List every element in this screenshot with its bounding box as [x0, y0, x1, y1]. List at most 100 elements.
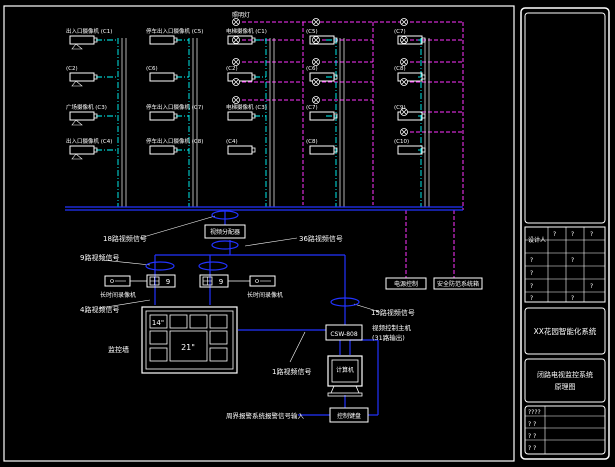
- lamp-icon: [400, 108, 408, 116]
- camera-label: 出入口摄像机 (C1): [66, 27, 112, 35]
- lamp-icon: [232, 18, 240, 26]
- svg-text:?: ?: [530, 295, 533, 302]
- camera-label: 广场摄像机 (C3): [66, 103, 107, 111]
- camera-1-2: (C2): [66, 66, 98, 87]
- computer: 计算机: [327, 355, 363, 397]
- lamp-icon: [400, 128, 408, 136]
- svg-text:?: ?: [530, 257, 533, 264]
- designer-label: 设计人: [528, 236, 546, 244]
- camera-label: (C2): [66, 66, 78, 72]
- camera-5-3: (C9): [394, 105, 426, 121]
- camera-label: (C9): [394, 105, 406, 111]
- camera-label: (C8): [394, 66, 406, 72]
- svg-text:9: 9: [219, 278, 223, 286]
- svg-text:9: 9: [166, 278, 170, 286]
- camera-4-1: (C5): [306, 29, 338, 45]
- power-lines: [121, 38, 430, 207]
- camera-5-1: (C7): [394, 29, 426, 45]
- title-block: 设计人 ? ? ? ? ? ? ? ? ? ? XX花园智能化系统 闭路电视监控…: [520, 7, 610, 460]
- svg-text:长时间录像机: 长时间录像机: [247, 291, 283, 299]
- control-lines: [236, 21, 464, 278]
- power-control-box: 电源控制: [385, 277, 427, 290]
- svg-text:14": 14": [152, 319, 164, 327]
- camera-label: 停车出入口摄像机 (C5): [146, 27, 203, 35]
- camera-2-1: 停车出入口摄像机 (C5): [146, 27, 203, 45]
- drawing-name: 闭路电视监控系统: [537, 370, 593, 379]
- cable-1-label: 1路视频信号: [272, 367, 311, 376]
- lamp-icon: [232, 96, 240, 104]
- camera-label: 停车出入口摄像机 (C8): [146, 137, 203, 145]
- svg-text:?: ?: [553, 231, 556, 238]
- camera-2-2: (C6): [146, 66, 178, 82]
- cable-18-label: 18路视频信号: [103, 234, 147, 243]
- cable-9-label: 9路视频信号: [80, 253, 119, 262]
- svg-text:控制键盘: 控制键盘: [337, 412, 361, 420]
- svg-text:????: ????: [528, 409, 541, 416]
- svg-text:长时间录像机: 长时间录像机: [100, 291, 136, 299]
- bundle-markers: [145, 210, 360, 307]
- camera-5-2: (C8): [394, 66, 426, 82]
- camera-label: 电梯摄像机 (C3): [226, 103, 267, 111]
- camera-4-2: (C6): [306, 66, 338, 82]
- camera-label: (C2): [226, 66, 238, 72]
- camera-label: 电梯摄像机 (C1): [226, 27, 267, 35]
- camera-label: 出入口摄像机 (C4): [66, 137, 112, 145]
- camera-1-4: 出入口摄像机 (C4): [66, 137, 112, 160]
- camera-label: (C10): [394, 139, 409, 145]
- camera-1-3: 广场摄像机 (C3): [66, 103, 107, 126]
- camera-label: (C7): [306, 105, 318, 111]
- lamp-icon: [312, 78, 320, 86]
- svg-text:?: ?: [530, 283, 533, 290]
- cable-15-label: 15路视频信号: [371, 308, 415, 317]
- svg-text:?: ?: [590, 231, 593, 238]
- lamp-icon: [400, 18, 408, 26]
- svg-text:? ?: ? ?: [528, 421, 536, 428]
- leader-lines: [99, 215, 381, 363]
- svg-text:电源控制: 电源控制: [394, 280, 418, 288]
- vcr-right: 长时间录像机: [228, 275, 283, 299]
- svg-text:?: ?: [590, 283, 593, 290]
- lamp-icon: [312, 18, 320, 26]
- lamp-icon: [232, 36, 240, 44]
- security-alarm-box: 安全防范系统箱: [433, 277, 483, 290]
- svg-text:CSW-808: CSW-808: [330, 331, 357, 338]
- camera-array: 出入口摄像机 (C1) (C2) 广场摄像机 (C3) 出入口摄像机 (C4) 停车出入…: [66, 27, 426, 160]
- svg-text:? ?: ? ?: [528, 445, 536, 452]
- camera-3-4: (C4): [226, 139, 256, 155]
- signal-bus: [65, 206, 463, 416]
- video-splitter: 视频分配器: [204, 224, 246, 239]
- camera-5-4: (C10): [394, 139, 426, 155]
- camera-label: (C7): [394, 29, 406, 35]
- video-lines: [96, 38, 422, 207]
- lamp-icon: [400, 36, 408, 44]
- lamp-icon: [400, 58, 408, 66]
- camera-3-1: 电梯摄像机 (C1): [226, 27, 267, 45]
- camera-4-4: (C8): [306, 139, 338, 155]
- lamp-array: [232, 18, 408, 136]
- svg-text:21": 21": [181, 343, 195, 352]
- monitor-wall-label: 监控墙: [108, 345, 129, 354]
- lamp-icon: [232, 78, 240, 86]
- camera-label: (C8): [306, 139, 318, 145]
- camera-2-4: 停车出入口摄像机 (C8): [146, 137, 203, 155]
- svg-text:?: ?: [571, 295, 574, 302]
- camera-label: 停车出入口摄像机 (C7): [146, 103, 203, 111]
- camera-2-3: 停车出入口摄像机 (C7): [146, 103, 203, 121]
- svg-text:视频控制主机: 视频控制主机: [372, 323, 412, 332]
- lamp-icon: [312, 36, 320, 44]
- vcr-left: 长时间录像机: [100, 275, 147, 299]
- lamp-icon: [312, 96, 320, 104]
- lamp-icon: [400, 78, 408, 86]
- project-name: XX花园智能化系统: [534, 326, 597, 336]
- control-keyboard: 控制键盘: [329, 407, 369, 423]
- camera-4-3: (C7): [306, 105, 338, 121]
- cable-36-label: 36路视频信号: [299, 234, 343, 243]
- lights-label: 照明灯: [232, 11, 250, 19]
- drawing-subtitle: 原理图: [555, 383, 576, 391]
- camera-label: (C4): [226, 139, 238, 145]
- svg-text:?: ?: [530, 270, 533, 277]
- camera-label: (C6): [306, 66, 318, 72]
- matrix-host: CSW-808 视频控制主机 (31路输出): [325, 323, 412, 342]
- svg-text:? ?: ? ?: [528, 433, 536, 440]
- camera-label: (C6): [146, 66, 158, 72]
